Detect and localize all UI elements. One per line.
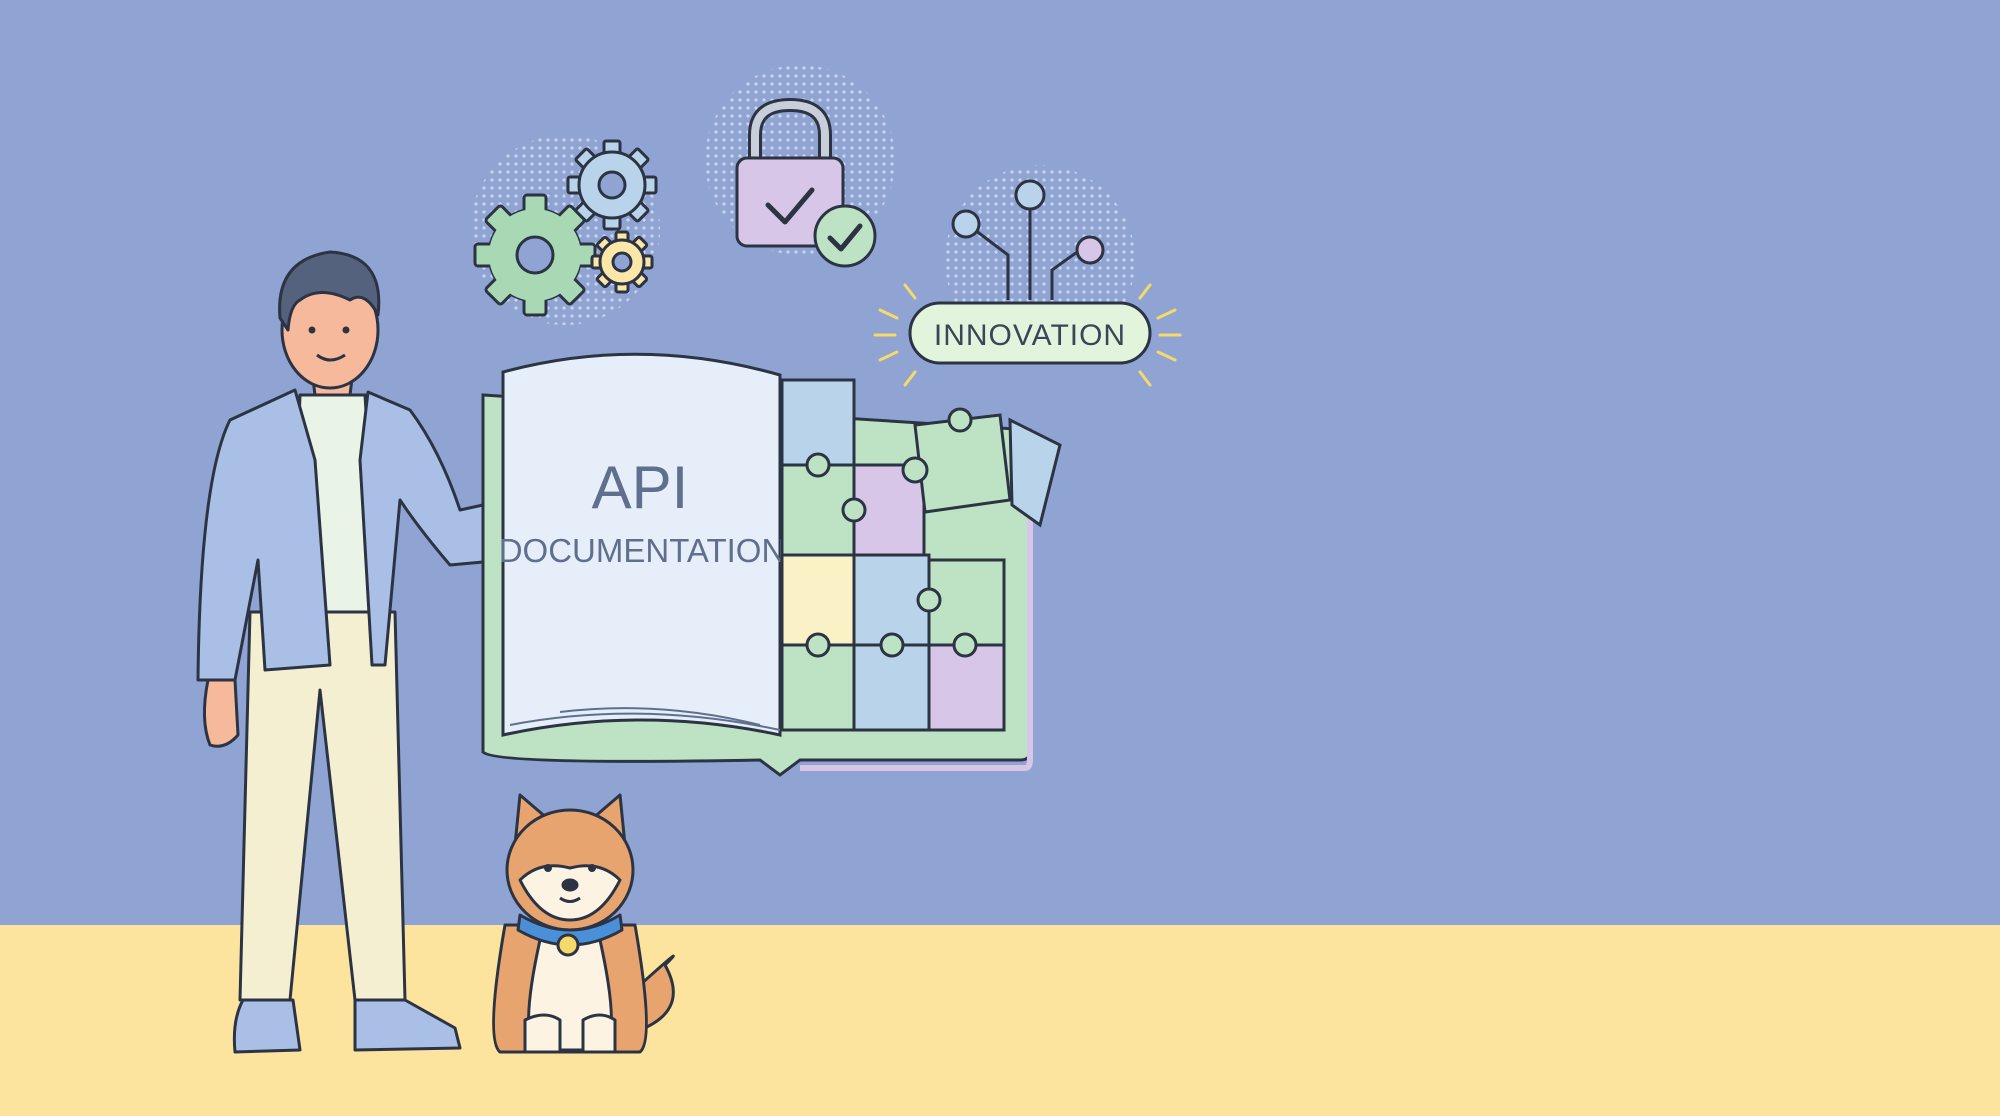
puzzle-piece — [927, 643, 1006, 732]
puzzle-piece — [780, 553, 856, 647]
innovation-badge: INNOVATION — [873, 283, 1182, 387]
circuit-icon — [951, 179, 1105, 300]
blazer — [196, 388, 332, 682]
shoe — [232, 998, 302, 1054]
gear-icon — [473, 193, 597, 317]
puzzle-icon — [901, 407, 1062, 528]
shoe — [353, 998, 462, 1052]
blazer — [358, 390, 485, 667]
gears-icon-group — [473, 139, 658, 317]
puzzle-piece — [852, 643, 931, 732]
gear-icon — [566, 139, 658, 231]
puzzle-piece — [780, 643, 856, 732]
man-figure — [196, 250, 485, 1054]
gear-icon — [590, 230, 654, 294]
book-title: API — [592, 454, 689, 521]
hair — [278, 250, 381, 332]
collar-bell — [556, 933, 580, 957]
dog-tail — [638, 954, 675, 1032]
check-icon — [813, 204, 877, 268]
open-book: API DOCUMENTATION — [481, 352, 1062, 777]
floor-background — [0, 925, 2000, 1116]
hand — [202, 678, 240, 748]
shiba-dog — [492, 793, 675, 1054]
puzzle-piece — [927, 558, 1006, 647]
puzzle-grid — [780, 378, 1006, 732]
book-subtitle: DOCUMENTATION — [499, 532, 786, 569]
dog-collar — [516, 913, 624, 947]
innovation-label: INNOVATION — [934, 319, 1126, 352]
puzzle-piece — [780, 378, 856, 467]
